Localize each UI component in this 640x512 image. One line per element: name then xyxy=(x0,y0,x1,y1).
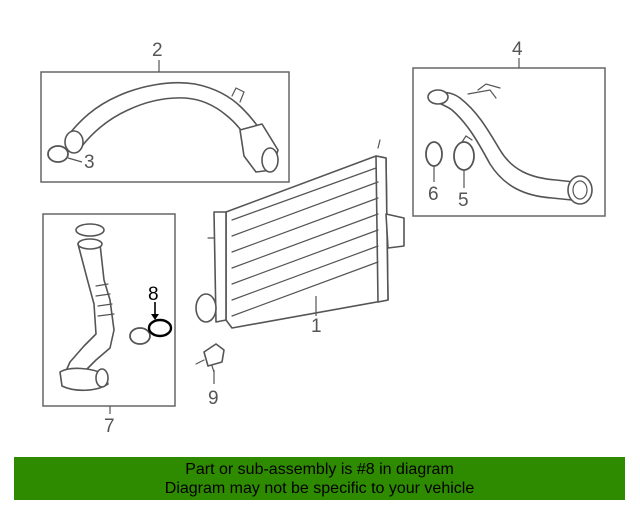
callout-9[interactable]: 9 xyxy=(208,388,219,409)
group-box-2 xyxy=(40,60,290,183)
callout-7[interactable]: 7 xyxy=(104,416,115,437)
seal-ring-6[interactable] xyxy=(425,141,443,167)
charge-air-outlet-hose[interactable] xyxy=(427,83,593,205)
banner-line-1: Part or sub-assembly is #8 in diagram xyxy=(185,461,454,478)
arrow-head-8 xyxy=(151,314,159,320)
air-intake-hose-lower[interactable] xyxy=(59,223,115,392)
callout-3[interactable]: 3 xyxy=(84,152,95,173)
info-banner: Part or sub-assembly is #8 in diagram Di… xyxy=(14,457,625,500)
hose-clamp-5[interactable] xyxy=(453,135,475,171)
group-box-7 xyxy=(42,213,176,414)
group-box-4 xyxy=(412,58,606,217)
banner-line-2: Diagram may not be specific to your vehi… xyxy=(164,480,475,497)
callout-2[interactable]: 2 xyxy=(152,40,163,61)
hose-clamp-3[interactable] xyxy=(47,145,69,163)
air-intake-hose-upper[interactable] xyxy=(64,81,279,173)
callout-6[interactable]: 6 xyxy=(428,184,439,205)
callout-5[interactable]: 5 xyxy=(458,190,469,211)
callout-4[interactable]: 4 xyxy=(512,39,523,60)
callout-1[interactable]: 1 xyxy=(311,316,322,337)
intercooler[interactable] xyxy=(195,139,405,329)
callout-8[interactable]: 8 xyxy=(148,284,159,305)
boost-sensor[interactable] xyxy=(195,343,225,373)
hose-clamp-7[interactable] xyxy=(129,327,151,345)
seal-ring-8[interactable] xyxy=(147,318,173,338)
